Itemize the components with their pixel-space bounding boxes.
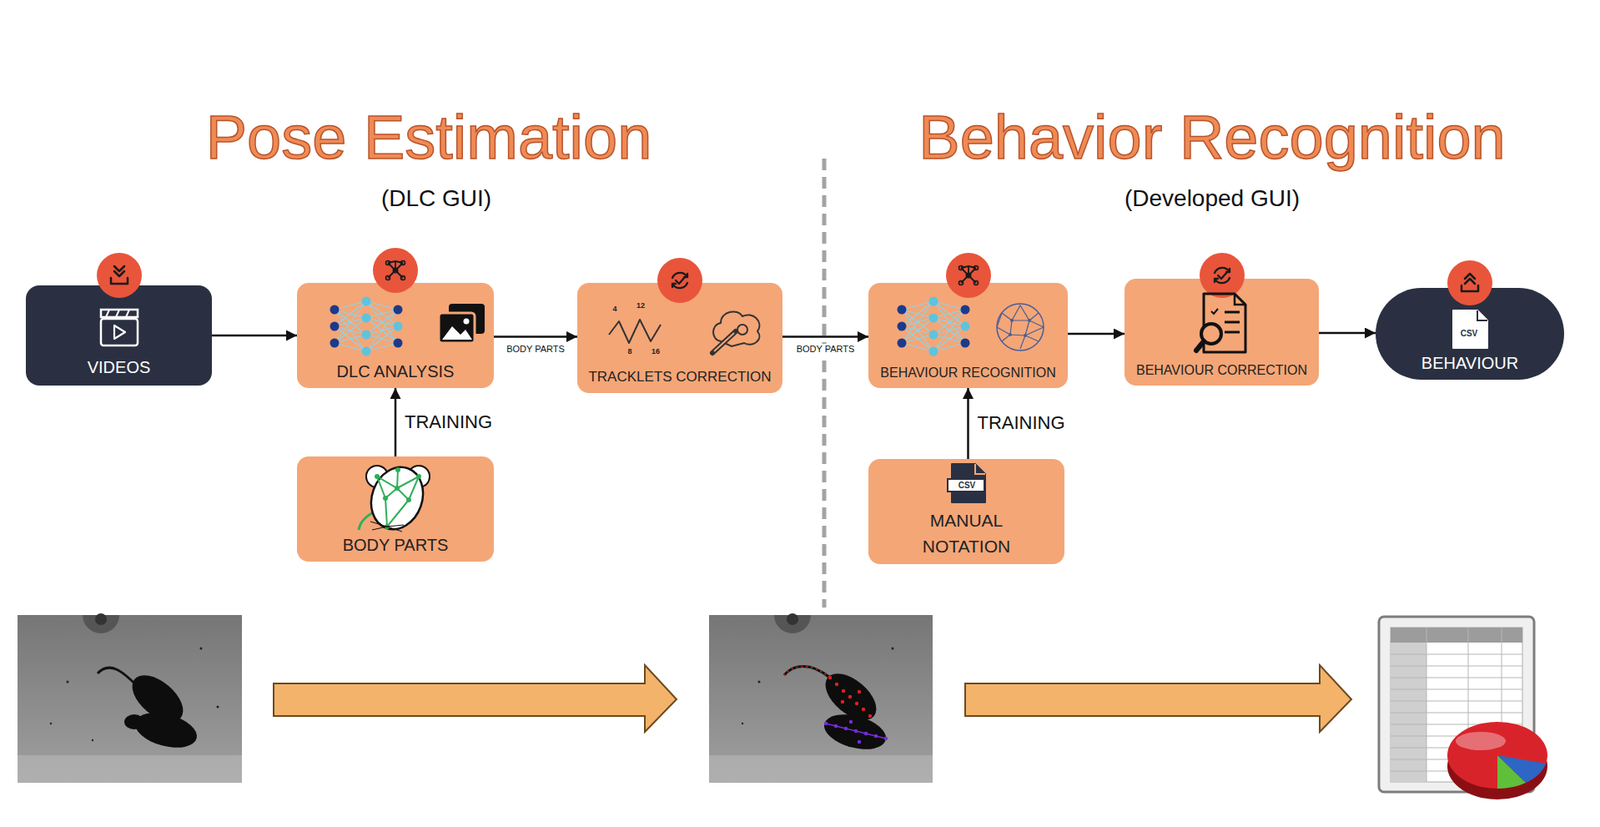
flow-arrow (1067, 332, 1125, 336)
process-box: DLC ANALYSIS (296, 282, 494, 388)
box-label: TRACKLETS CORRECTION (588, 368, 771, 386)
section-heading: Behavior Recognition (918, 103, 1505, 172)
flow-arrow (1318, 332, 1376, 335)
flow-arrow (782, 335, 869, 338)
icon-number: 4 (612, 305, 617, 314)
input-box: MANUAL NOTATION (868, 458, 1065, 564)
process-box: BEHAVIOUR CORRECTION (1124, 278, 1319, 386)
box-label: BEHAVIOUR (1421, 352, 1519, 373)
box-label: BEHAVIOUR CORRECTION (1136, 362, 1308, 378)
process-box: BEHAVIOUR RECOGNITION (868, 282, 1068, 388)
box-label: BEHAVIOUR RECOGNITION (880, 364, 1056, 381)
file-tag: CSV (958, 480, 977, 490)
file-tag: CSV (1460, 328, 1479, 338)
raw-video-frame (17, 613, 242, 783)
flow-arrow (211, 334, 297, 338)
section-subtitle: (DLC GUI) (381, 186, 492, 212)
edge-label: BODY PARTS (503, 343, 568, 355)
flow-arrow (966, 387, 970, 459)
section-divider (822, 158, 827, 608)
flow-arrow (394, 387, 398, 457)
box-label: VIDEOS (87, 357, 151, 378)
flow-block-arrow (965, 664, 1352, 732)
terminal-box: VIDEOS (25, 285, 212, 386)
flow-arrow (493, 335, 578, 338)
section-subtitle: (Developed GUI) (1124, 186, 1300, 212)
icon-number: 12 (636, 301, 645, 311)
edge-label: BODY PARTS (794, 343, 858, 355)
box-label: BODY PARTS (342, 534, 449, 555)
icon-number: 16 (651, 347, 660, 357)
process-box: TRACKLETS CORRECTION (577, 282, 783, 393)
input-box: BODY PARTS (296, 456, 494, 562)
edge-label: TRAINING (402, 411, 495, 433)
edge-label: TRAINING (975, 412, 1068, 434)
spreadsheet-icon (1378, 616, 1548, 800)
flow-block-arrow (273, 664, 677, 732)
tracked-video-frame (709, 613, 933, 783)
box-label: MANUAL NOTATION (904, 508, 1030, 559)
icon-number: 8 (627, 347, 632, 357)
section-heading: Pose Estimation (206, 103, 653, 172)
box-label: DLC ANALYSIS (337, 361, 455, 382)
